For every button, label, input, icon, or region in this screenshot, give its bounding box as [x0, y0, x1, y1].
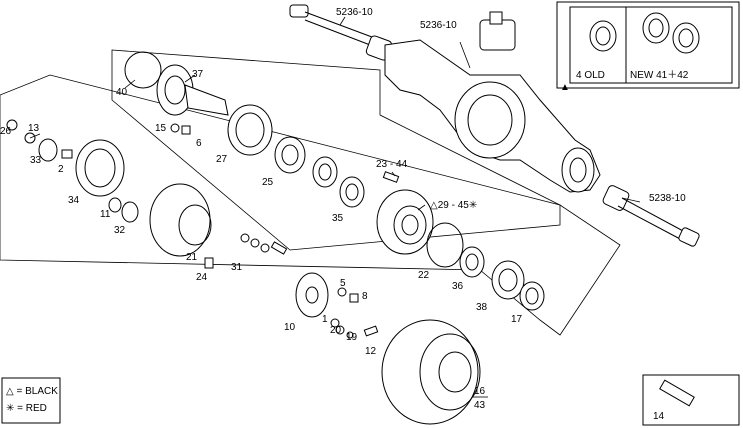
seal-comparison-box: 4 OLD NEW 41＋42 [556, 1, 740, 89]
legend-red: ✳ = RED [6, 403, 47, 414]
callout-shaft-top: 5236-10 [336, 7, 373, 18]
part-25-bearing [274, 136, 306, 174]
seal-new-label: NEW 41＋42 [630, 70, 689, 81]
callout-34: 34 [68, 195, 80, 206]
callout-36: 36 [452, 281, 464, 292]
callout-shaft-right: 5238-10 [649, 193, 686, 204]
part-1-plug [330, 318, 340, 328]
axle-housing [384, 11, 601, 193]
callout-35: 35 [332, 213, 344, 224]
callout-25: 25 [262, 177, 274, 188]
seal-old-label: 4 OLD [576, 70, 605, 81]
part-6-nut [181, 125, 191, 135]
part-22-oring [426, 222, 464, 268]
callout-10: 10 [284, 322, 296, 333]
callout-20: 20 [330, 325, 342, 336]
callout-13: 13 [28, 123, 40, 134]
callout-37: 37 [192, 69, 204, 80]
callout-29-45: △29 - 45✳ [430, 200, 477, 211]
callout-5: 5 [340, 278, 346, 289]
part-8-screw [349, 293, 359, 303]
part-seal-triangle [312, 156, 338, 188]
legend-black: △ = BLACK [6, 386, 58, 397]
callout-19: 19 [346, 332, 358, 343]
callout-2: 2 [58, 164, 64, 175]
part-15-bolt [170, 123, 180, 133]
part-hub-29-45 [376, 189, 434, 255]
callout-housing: 5236-10 [420, 20, 457, 31]
part-2-clip [61, 149, 73, 159]
part-37-hub-shaft [156, 64, 229, 116]
callout-22: 22 [418, 270, 430, 281]
part-26-spring [6, 119, 18, 131]
callout-31: 31 [231, 262, 243, 273]
callout-24: 24 [196, 272, 208, 283]
callout-16: 16 [474, 386, 486, 397]
part-40-ring [124, 51, 162, 89]
part-11-washer [108, 197, 122, 213]
callout-17: 17 [511, 314, 523, 325]
callout-21: 21 [186, 252, 198, 263]
part-34-ring-gear [75, 139, 125, 197]
filled-triangle-marker: ▲ [560, 82, 570, 93]
part-38-gear [491, 260, 525, 300]
part-23-44-stud [382, 171, 400, 183]
callout-23-44: 23 - 44 [376, 159, 408, 170]
part-32-bearing [121, 201, 139, 223]
callout-40: 40 [116, 87, 128, 98]
part-20-washer [335, 325, 345, 335]
part-19-washer [346, 331, 354, 339]
callout-11: 11 [100, 209, 111, 220]
part-33-gear [38, 138, 58, 162]
legend-box [1, 377, 61, 424]
callout-27: 27 [216, 154, 228, 165]
part-21-carrier [149, 183, 212, 257]
part-31-pin-set [240, 233, 288, 255]
part-35-bearing [339, 176, 365, 208]
callout-6a: 6 [196, 138, 202, 149]
callout-14: 14 [653, 411, 665, 422]
callout-15: 15 [155, 123, 167, 134]
callout-8: 8 [362, 291, 368, 302]
callout-43: 43 [474, 400, 486, 411]
part-36-bearing [459, 246, 485, 278]
callout-32: 32 [114, 225, 126, 236]
callout-1: 1 [322, 314, 328, 325]
part-10-cover [295, 272, 329, 318]
part-17-ring [519, 281, 545, 311]
part-16-43-drum [381, 319, 481, 425]
part-14-grease-tube [642, 374, 740, 426]
lower-assembly-frame [0, 74, 621, 336]
callout-38: 38 [476, 302, 488, 313]
part-5-nut [337, 287, 347, 297]
part-12-stud [363, 325, 379, 337]
upper-assembly-frame [111, 49, 561, 251]
part-24-screw [204, 257, 214, 269]
callout-26: 26 [0, 126, 12, 137]
callout-12: 12 [365, 346, 377, 357]
axle-shaft-right [602, 185, 700, 247]
callout-33: 33 [30, 155, 42, 166]
part-27-cup [227, 104, 273, 156]
